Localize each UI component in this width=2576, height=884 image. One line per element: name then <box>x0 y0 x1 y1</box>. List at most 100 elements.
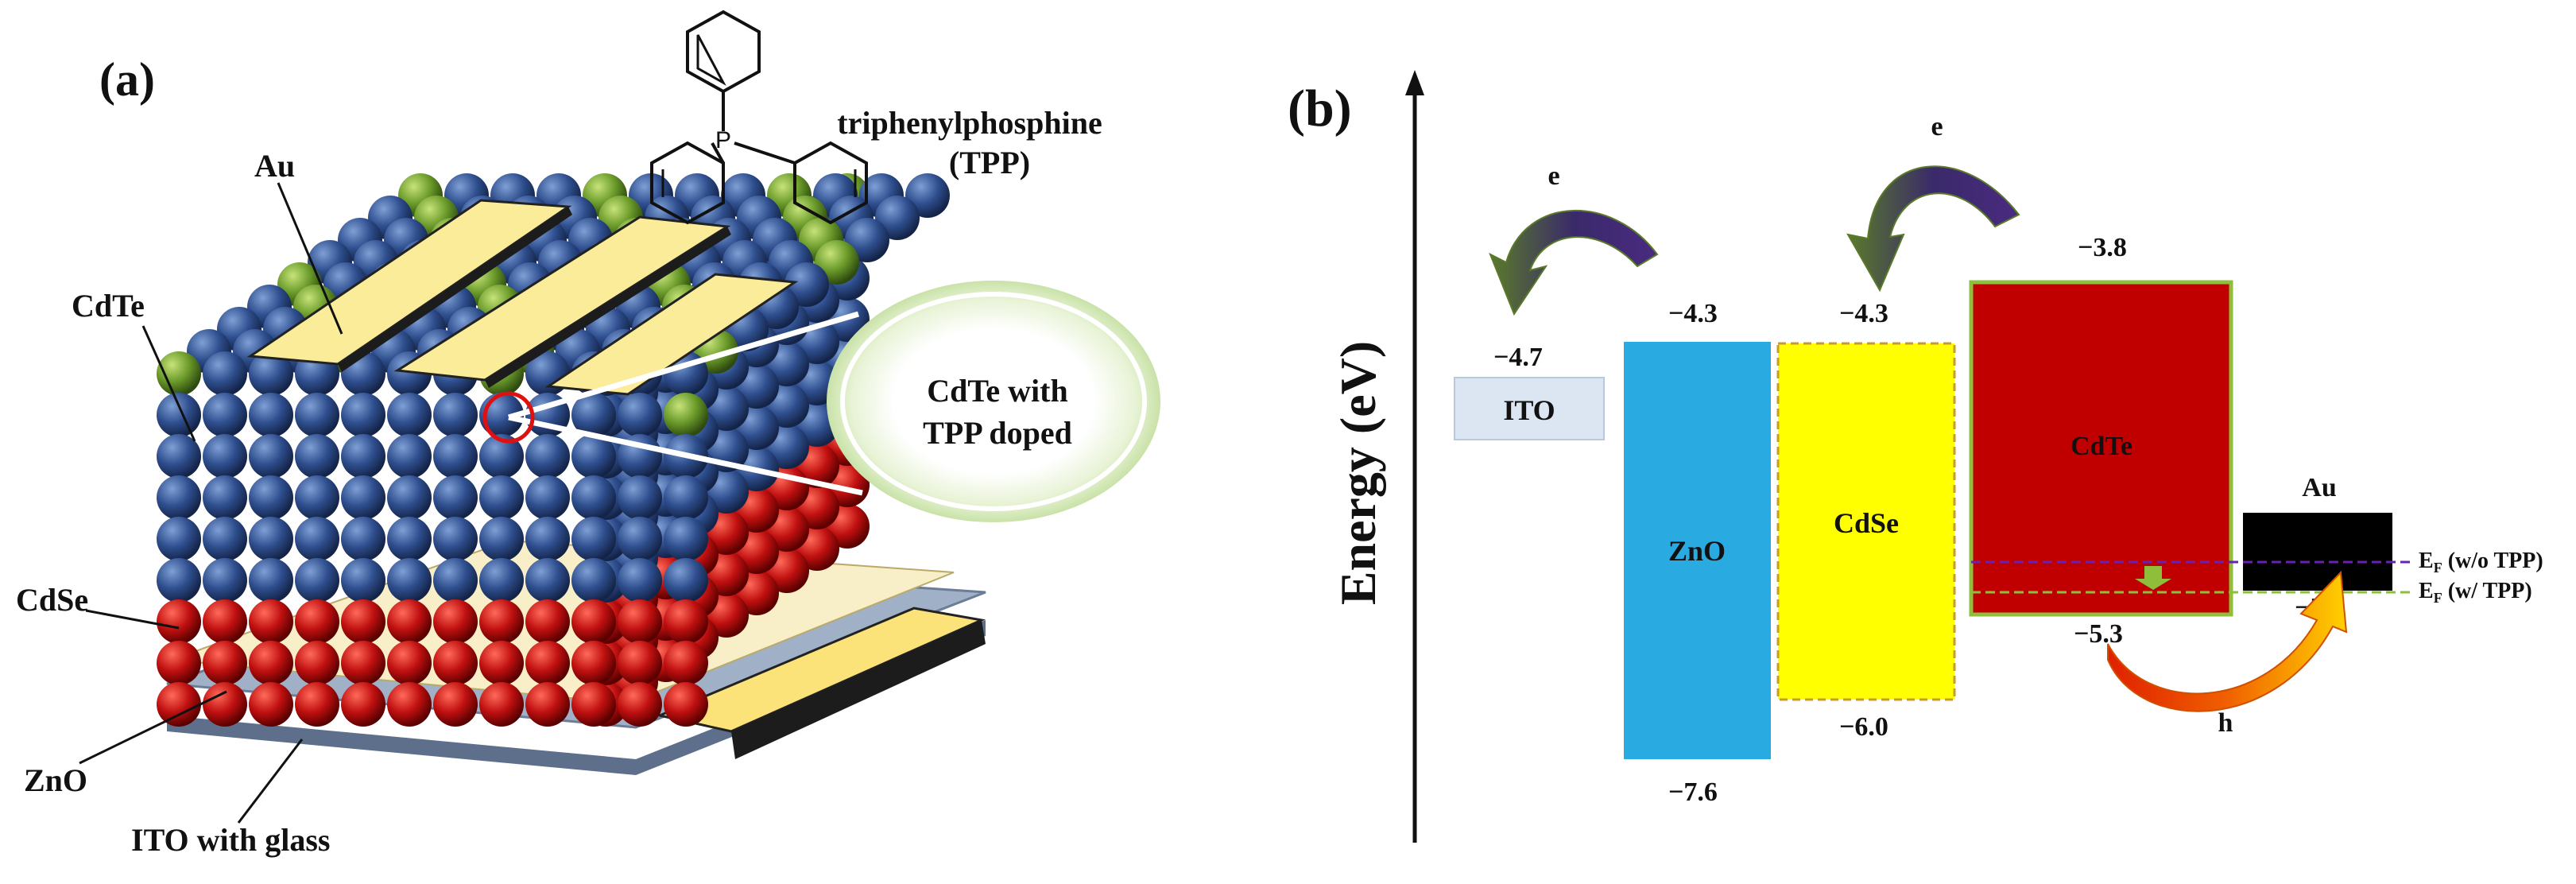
cdse-nanocrystal <box>249 682 293 727</box>
cdte-nanocrystal <box>203 351 247 396</box>
cdse-nanocrystal <box>341 682 385 727</box>
electron-arrow-cdte <box>1846 165 2020 293</box>
label-ito: ITO with glass <box>131 822 330 858</box>
cdse-nanocrystal <box>664 641 708 685</box>
cdse-nanocrystal <box>341 641 385 685</box>
label-cdse: CdSe <box>16 582 88 618</box>
cdte-nanocrystal <box>387 517 432 561</box>
cdte-nanocrystal <box>479 434 524 479</box>
cdte-nanocrystal <box>341 434 385 479</box>
cdse-nanocrystal <box>387 599 432 644</box>
zno-bottom-value: −7.6 <box>1668 777 1718 807</box>
cdse-nanocrystal <box>387 682 432 727</box>
label-cdte: CdTe <box>72 288 145 324</box>
cdse-nanocrystal <box>157 682 201 727</box>
cdse-nanocrystal <box>571 599 616 644</box>
cdte-nanocrystal <box>341 475 385 520</box>
cdte-nanocrystal <box>387 393 432 437</box>
cdse-nanocrystal <box>433 682 478 727</box>
fermi-shift-arrow <box>2135 566 2171 590</box>
cdte-nanocrystal <box>203 517 247 561</box>
zno-band <box>1624 342 1771 759</box>
cdse-band <box>1776 342 1956 701</box>
energy-axis-label: Energy (eV) <box>1330 341 1386 605</box>
cdte-nanocrystal <box>618 558 662 603</box>
electron-arrow-ito <box>1489 210 1659 316</box>
cdte-nanocrystal <box>157 475 201 520</box>
cdte-nanocrystal <box>387 558 432 603</box>
cdte-nanocrystal <box>664 558 708 603</box>
cdte-nanocrystal <box>618 393 662 437</box>
cdte-nanocrystal <box>387 475 432 520</box>
cdse-nanocrystal <box>295 641 339 685</box>
cdse-nanocrystal <box>387 641 432 685</box>
cdte-nanocrystal <box>387 434 432 479</box>
cdte-nanocrystal <box>433 558 478 603</box>
cdte-nanocrystal <box>157 434 201 479</box>
cdte-nanocrystal <box>618 517 662 561</box>
tpp-doped-nanocrystal <box>664 393 708 437</box>
cdte-nanocrystal <box>433 475 478 520</box>
zno-top-value: −4.3 <box>1668 299 1718 328</box>
hole-label: h <box>2218 708 2233 738</box>
cdse-nanocrystal <box>249 599 293 644</box>
au-label: Au <box>2302 473 2336 502</box>
panel-b: (b) Energy (eV) ITO −4.7 ZnO −4.3 −7.6 C… <box>1288 70 2543 843</box>
cdte-nanocrystal <box>571 517 616 561</box>
cdse-bottom-value: −6.0 <box>1839 712 1888 742</box>
phosphorus-atom: P <box>715 127 731 153</box>
cdte-nanocrystal <box>618 475 662 520</box>
tpp-doped-nanocrystal <box>157 351 201 396</box>
cdte-nanocrystal <box>571 475 616 520</box>
cdse-top-value: −4.3 <box>1839 299 1888 328</box>
dopant-highlight-circle <box>482 391 535 444</box>
cdse-nanocrystal <box>618 682 662 727</box>
cdte-nanocrystal <box>433 517 478 561</box>
cdte-nanocrystal <box>295 393 339 437</box>
cdte-nanocrystal <box>249 393 293 437</box>
cdte-nanocrystal <box>571 434 616 479</box>
cdse-nanocrystal <box>525 641 570 685</box>
cdte-nanocrystal <box>157 517 201 561</box>
cdte-nanocrystal <box>203 393 247 437</box>
cdte-nanocrystal <box>249 475 293 520</box>
ito-glass-substrate <box>167 620 986 775</box>
cdte-nanocrystal <box>157 393 201 437</box>
cdte-nanocrystal <box>295 558 339 603</box>
cdte-nanocrystal <box>433 434 478 479</box>
panel-a-label: (a) <box>99 53 155 106</box>
cdse-nanocrystal <box>295 599 339 644</box>
ito-label: ITO <box>1503 394 1555 426</box>
cdse-nanocrystal <box>433 599 478 644</box>
cdte-band <box>1969 280 2233 617</box>
cdte-nanocrystal <box>525 558 570 603</box>
cdte-nanocrystal <box>664 475 708 520</box>
cdte-nanocrystal <box>203 558 247 603</box>
cdte-nanocrystal <box>525 475 570 520</box>
cdse-nanocrystal <box>433 641 478 685</box>
cdte-nanocrystal <box>433 393 478 437</box>
ito-value: −4.7 <box>1493 343 1543 372</box>
cdse-nanocrystal <box>157 641 201 685</box>
callout-glow <box>827 281 1160 522</box>
top-au-electrodes <box>246 199 799 396</box>
cdte-nanocrystal <box>664 517 708 561</box>
cdse-label: CdSe <box>1834 507 1899 539</box>
cdse-nanocrystal <box>618 599 662 644</box>
callout-text-2: TPP doped <box>923 415 1072 451</box>
cdte-nanocrystal <box>525 434 570 479</box>
cdte-nanocrystal <box>571 558 616 603</box>
panel-b-label: (b) <box>1288 79 1352 138</box>
cdte-nanocrystal <box>295 434 339 479</box>
cdte-nanocrystal <box>525 517 570 561</box>
cdte-nanocrystal <box>479 517 524 561</box>
fermi-without-label: EF (w/o TPP) <box>2419 549 2543 576</box>
cdse-nanocrystal <box>571 641 616 685</box>
cdse-nanocrystal <box>249 641 293 685</box>
label-zno: ZnO <box>24 762 87 798</box>
panel-a: CdTe with TPP doped P triphenylphosphine… <box>16 10 1160 858</box>
cdse-nanocrystal <box>203 641 247 685</box>
cdte-nanocrystal <box>249 558 293 603</box>
label-au: Au <box>254 148 295 184</box>
